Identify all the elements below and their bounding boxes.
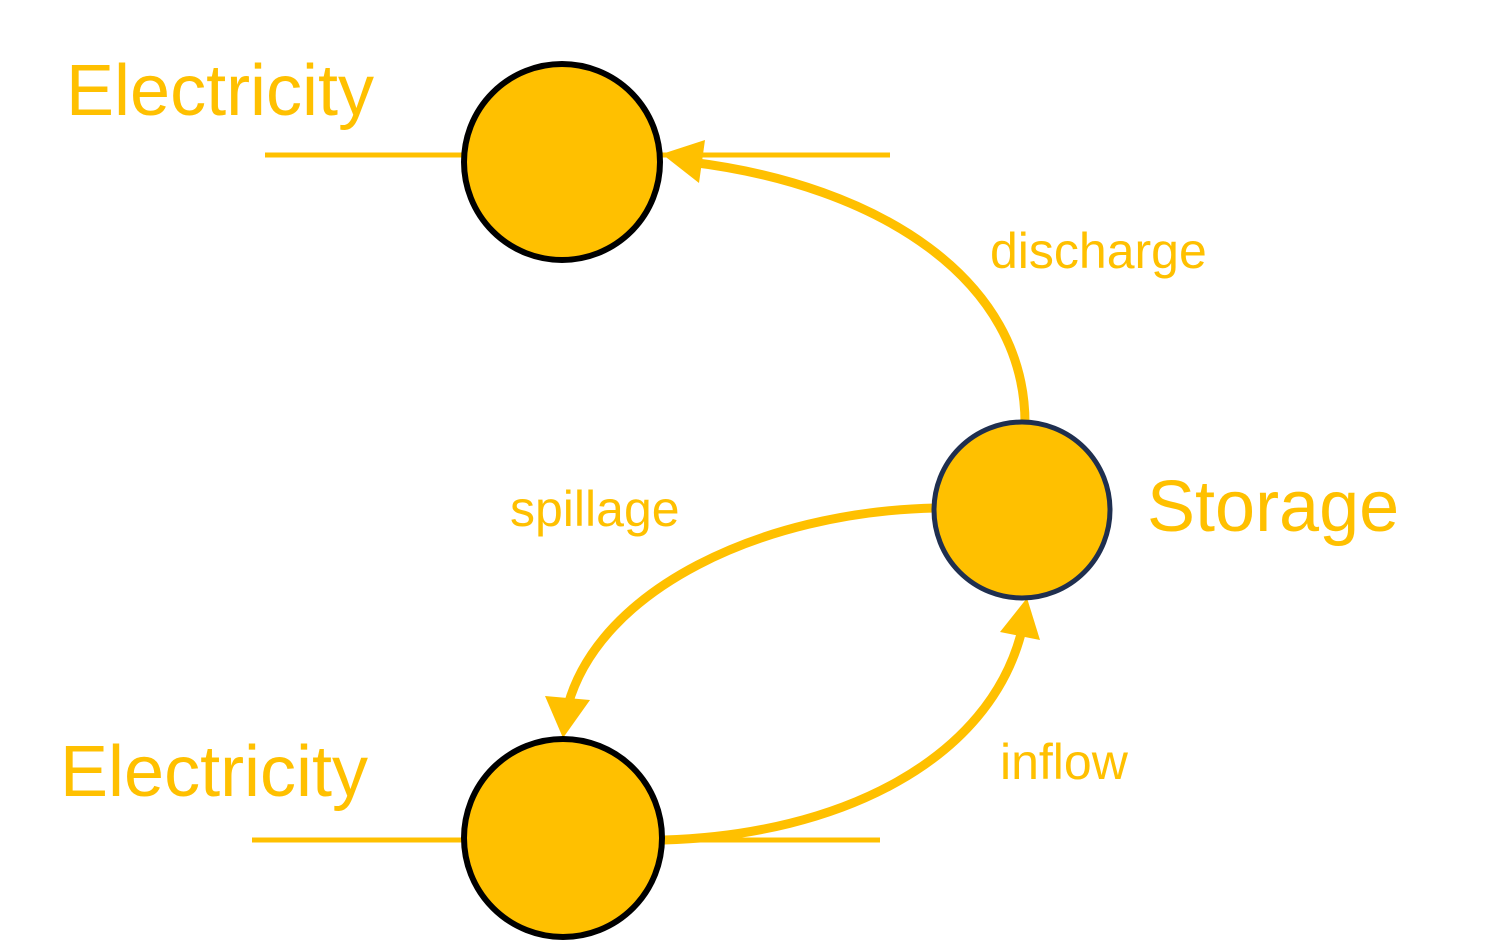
storage-node	[931, 419, 1113, 601]
discharge-arrowhead	[662, 140, 705, 183]
electricity-top-node	[461, 61, 663, 263]
spillage-arrow	[563, 503, 936, 707]
electricity-bottom-label: Electricity	[60, 732, 368, 812]
inflow-arrowhead	[1000, 598, 1040, 640]
spillage-arrowhead	[545, 696, 590, 738]
storage-label: Storage	[1147, 467, 1399, 547]
inflow-arrow	[663, 628, 1027, 845]
electricity-bottom-node	[461, 736, 665, 940]
electricity-top-label: Electricity	[66, 51, 374, 131]
discharge-arrow	[689, 157, 1030, 424]
inflow-label: inflow	[1000, 734, 1129, 790]
spillage-label: spillage	[510, 481, 680, 537]
discharge-label: discharge	[990, 223, 1207, 279]
